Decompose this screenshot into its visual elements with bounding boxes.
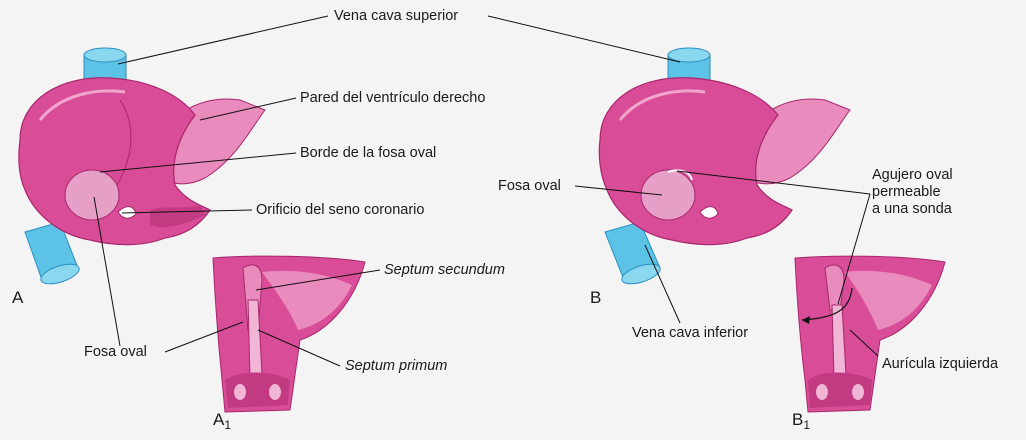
panel-letter-a1: A1 <box>213 410 231 430</box>
label-auricula-izquierda: Aurícula izquierda <box>882 356 998 373</box>
panel-a1-sub: 1 <box>224 418 231 432</box>
septum-section-b1 <box>795 256 945 412</box>
panel-b1-sub: 1 <box>803 418 810 432</box>
label-agujero-oval: Agujero oval permeable a una sonda <box>872 167 953 218</box>
label-vena-cava-superior: Vena cava superior <box>334 8 458 25</box>
fossa-ovalis-b <box>641 170 695 220</box>
label-fosa-oval-a: Fosa oval <box>84 344 147 361</box>
label-agujero-oval-line2: permeable <box>872 184 953 201</box>
label-agujero-oval-line3: a una sonda <box>872 201 953 218</box>
label-septum-secundum: Septum secundum <box>384 262 505 279</box>
septum-section-a1 <box>213 256 365 412</box>
label-fosa-oval-b: Fosa oval <box>498 178 561 195</box>
label-vena-cava-inferior: Vena cava inferior <box>632 325 748 342</box>
heart-b <box>599 48 850 288</box>
panel-letter-b1: B1 <box>792 410 810 430</box>
label-orificio-seno-coronario: Orificio del seno coronario <box>256 202 424 219</box>
panel-letter-a: A <box>12 288 23 308</box>
panel-b1-main: B <box>792 410 803 429</box>
panel-letter-b: B <box>590 288 601 308</box>
panel-a1-main: A <box>213 410 224 429</box>
label-borde-fosa-oval: Borde de la fosa oval <box>300 145 436 162</box>
fossa-ovalis-a <box>65 170 119 220</box>
label-septum-primum: Septum primum <box>345 358 447 375</box>
label-pared-ventriculo-derecho: Pared del ventrículo derecho <box>300 90 485 107</box>
label-agujero-oval-line1: Agujero oval <box>872 167 953 184</box>
